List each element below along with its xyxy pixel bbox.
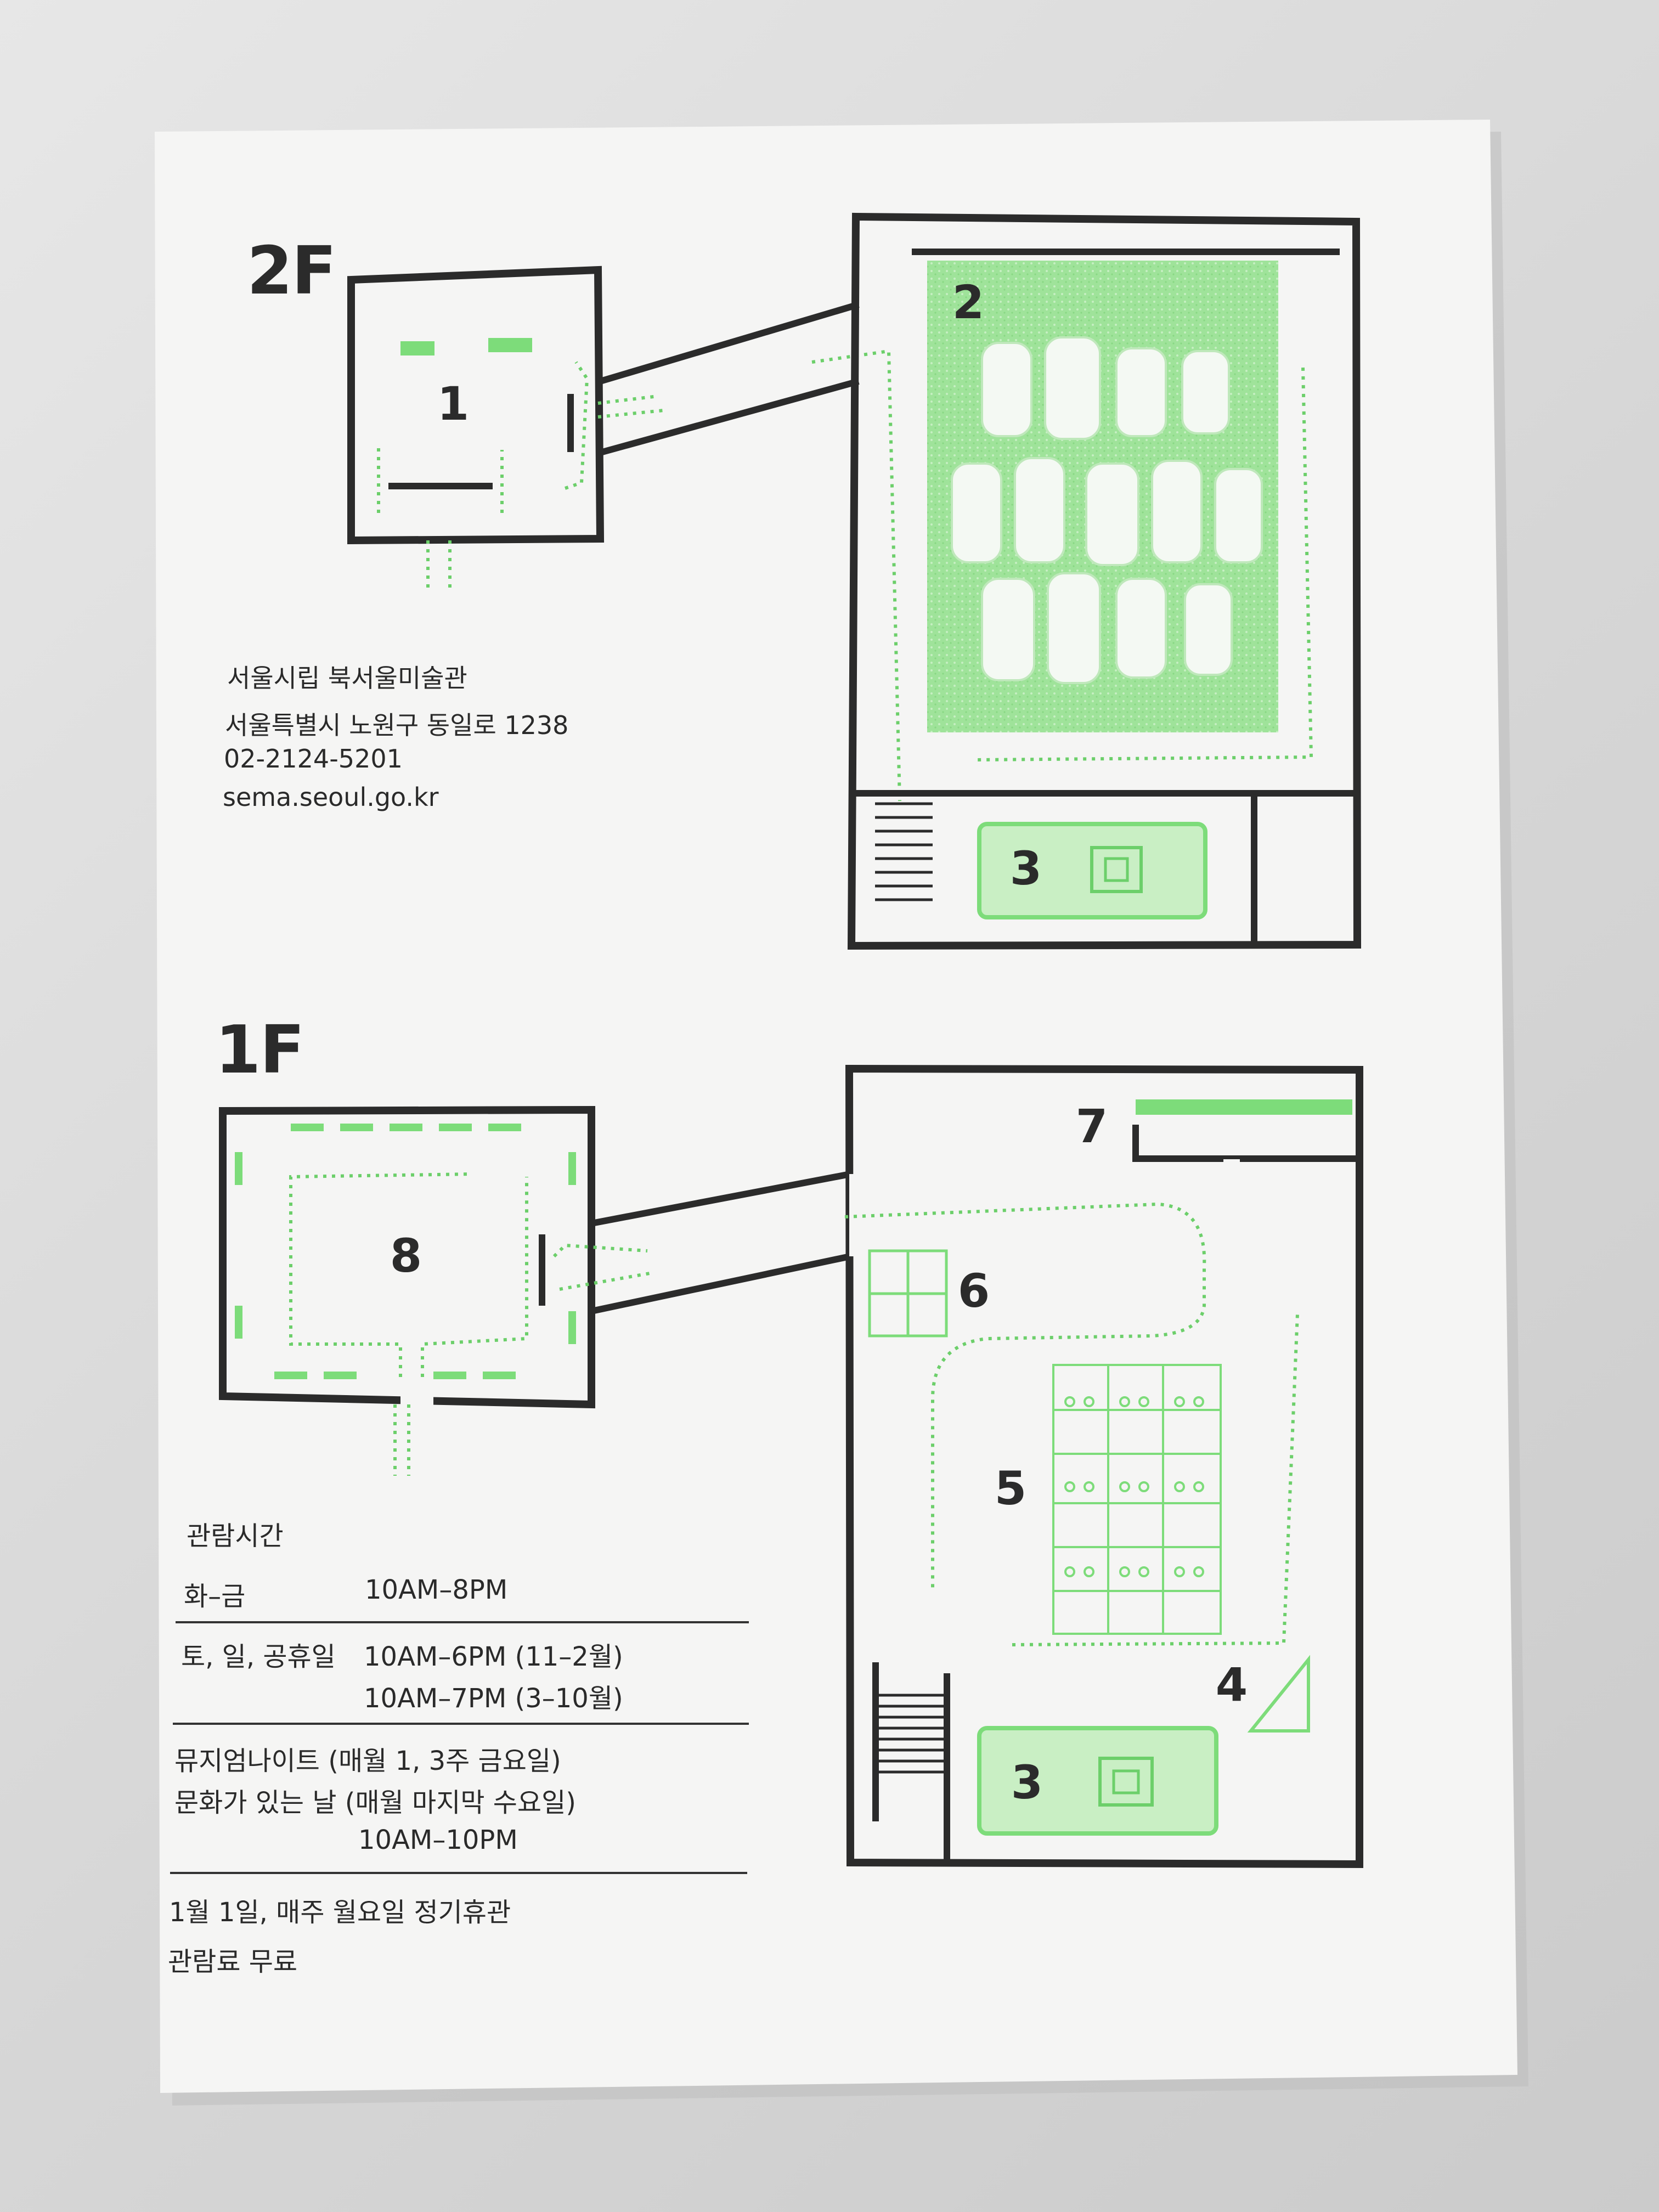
- room-3-lower-area: [977, 1726, 1218, 1836]
- room-hall-1f: 6 5: [844, 1064, 1363, 1869]
- hours-weekend-days: 토, 일, 공휴일: [181, 1641, 336, 1672]
- room-1-gallery: 1: [347, 266, 664, 592]
- hours-weekday-days: 화–금: [184, 1581, 246, 1612]
- museum-address: 서울특별시 노원구 동일로 1238: [225, 710, 569, 740]
- floor-label-2f: 2F: [247, 233, 336, 309]
- room-8-number: 8: [390, 1229, 422, 1283]
- divider: [176, 1621, 749, 1623]
- divider: [173, 1723, 749, 1725]
- hours-title: 관람시간: [187, 1521, 284, 1551]
- hours-museum-night: 뮤지엄나이트 (매월 1, 3주 금요일): [174, 1746, 561, 1776]
- bridge-1f: [590, 1171, 851, 1314]
- room-8-gallery: 8: [219, 1105, 653, 1476]
- floor-label-1f: 1F: [215, 1012, 304, 1088]
- hours-weekday-time: 10AM–8PM: [365, 1575, 508, 1605]
- museum-website[interactable]: sema.seoul.go.kr: [223, 782, 439, 812]
- bridge-2f: [599, 301, 901, 802]
- room-4-number: 4: [1216, 1658, 1248, 1712]
- car-installation: [951, 336, 1263, 684]
- room-4-triangle: [1247, 1655, 1310, 1733]
- hours-weekend-time-winter: 10AM–6PM (11–2월): [364, 1641, 623, 1672]
- room-5-tables: [1052, 1364, 1222, 1635]
- closed-days: 1월 1일, 매주 월요일 정기휴관: [169, 1897, 511, 1928]
- staircase-1f: [872, 1662, 950, 1863]
- hours-night-time: 10AM–10PM: [358, 1825, 518, 1855]
- room-6-grid: [868, 1249, 948, 1338]
- museum-phone: 02-2124-5201: [224, 744, 403, 774]
- room-1-number: 1: [437, 377, 469, 431]
- divider: [170, 1872, 747, 1874]
- admission-fee: 관람료 무료: [168, 1946, 298, 1977]
- hours-culture-day: 문화가 있는 날 (매월 마지막 수요일): [174, 1787, 576, 1818]
- museum-name: 서울시립 북서울미술관: [227, 663, 467, 693]
- hours-weekend-time-summer: 10AM–7PM (3–10월): [364, 1683, 623, 1714]
- room-6-number: 6: [958, 1264, 990, 1318]
- room-3-lower-number: 3: [1011, 1756, 1043, 1809]
- room-5-number: 5: [995, 1462, 1026, 1515]
- plan-1f: 8 6: [219, 1064, 1363, 1869]
- room-7-number: 7: [1076, 1099, 1108, 1153]
- room-3-upper-number: 3: [1010, 842, 1042, 895]
- room-2-number: 2: [952, 275, 984, 329]
- room-3-upper: 3: [856, 790, 1356, 946]
- plan-2f: 1: [347, 212, 1362, 950]
- room-2-hall: 2: [847, 212, 1362, 950]
